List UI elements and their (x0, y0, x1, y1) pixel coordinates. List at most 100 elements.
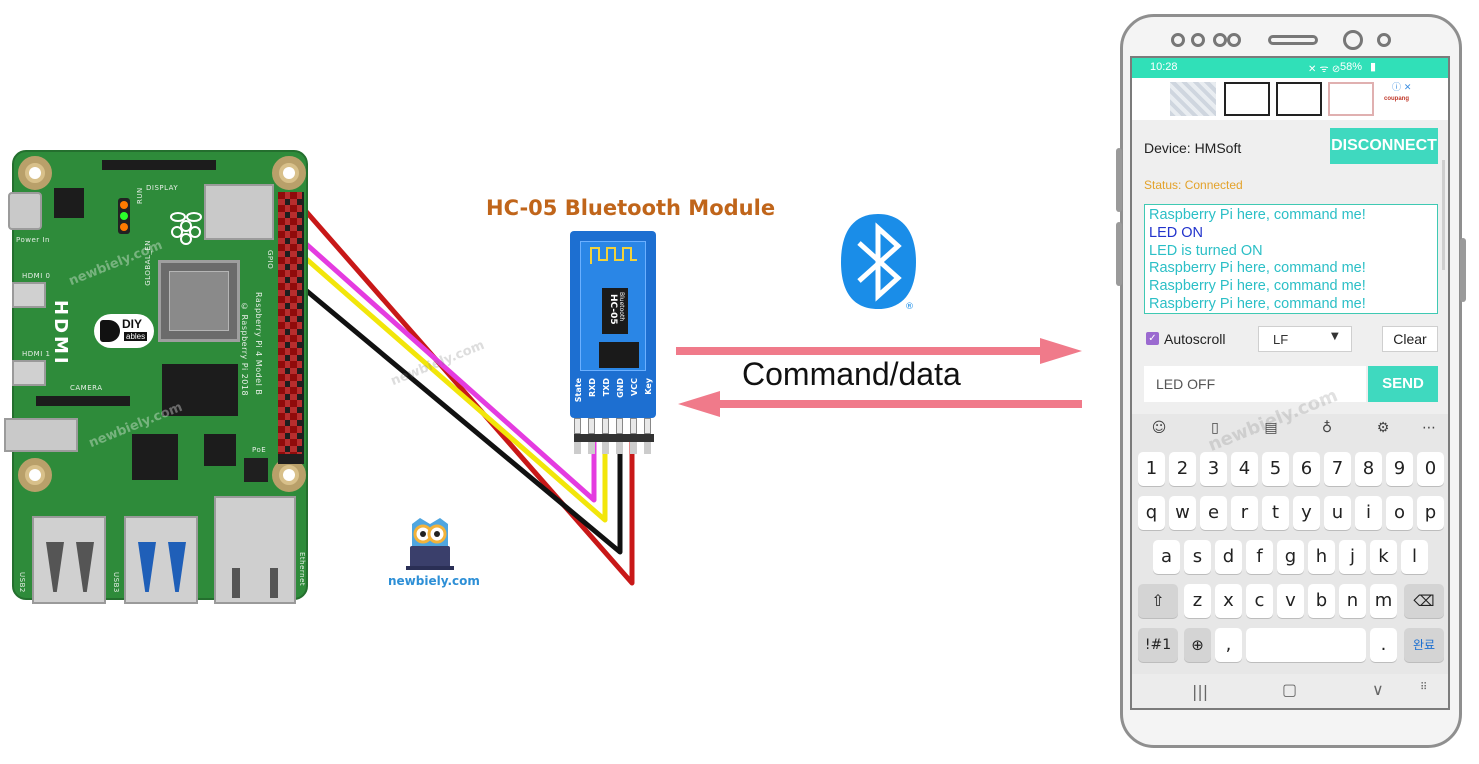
status-leds (118, 198, 130, 234)
newbiely-logo-text: newbiely.com (388, 574, 480, 588)
more-icon[interactable]: ⋯ (1422, 420, 1436, 436)
key[interactable]: l (1401, 540, 1428, 574)
key[interactable]: v (1277, 584, 1304, 618)
key[interactable]: 1 (1138, 452, 1165, 486)
key[interactable]: 0 (1417, 452, 1444, 486)
key[interactable]: e (1200, 496, 1227, 530)
power-button[interactable] (1460, 238, 1466, 302)
key[interactable]: p (1417, 496, 1444, 530)
key[interactable]: k (1370, 540, 1397, 574)
wire-yellow (294, 248, 608, 523)
recents-icon[interactable]: ||| (1192, 682, 1209, 701)
sticker-icon[interactable]: ▤ (1264, 420, 1278, 436)
hc05-chip (599, 342, 639, 368)
home-icon[interactable]: ▢ (1282, 680, 1298, 699)
period-key[interactable]: . (1370, 628, 1397, 662)
key[interactable]: w (1169, 496, 1196, 530)
pin-label-txd: TXD (602, 378, 611, 397)
key[interactable]: c (1246, 584, 1273, 618)
sensor-dot (1227, 33, 1241, 47)
scrollbar[interactable] (1442, 160, 1445, 270)
mount-hole (272, 156, 306, 190)
ad-banner[interactable]: ⓘ ✕ coupang (1132, 78, 1448, 120)
key[interactable]: m (1370, 584, 1397, 618)
key[interactable]: x (1215, 584, 1242, 618)
disconnect-button[interactable]: DISCONNECT (1330, 128, 1438, 164)
svg-text:®: ® (905, 302, 914, 312)
key[interactable]: 3 (1200, 452, 1227, 486)
key[interactable]: i (1355, 496, 1382, 530)
usb-controller-chip (132, 434, 178, 480)
key[interactable]: n (1339, 584, 1366, 618)
micro-hdmi-port-1 (12, 360, 46, 386)
language-key[interactable]: ⊕ (1184, 628, 1211, 662)
key[interactable]: s (1184, 540, 1211, 574)
connection-status: Status: Connected (1144, 178, 1243, 192)
key[interactable]: z (1184, 584, 1211, 618)
silk-hdmi: HDMI (50, 300, 71, 367)
key[interactable]: 5 (1262, 452, 1289, 486)
back-icon[interactable]: ∨ (1372, 680, 1384, 699)
line-ending-select[interactable]: LF ▼ (1258, 326, 1352, 352)
key[interactable]: t (1262, 496, 1289, 530)
key[interactable]: y (1293, 496, 1320, 530)
key[interactable]: 9 (1386, 452, 1413, 486)
key[interactable]: 2 (1169, 452, 1196, 486)
usb2-port (32, 516, 106, 604)
key[interactable]: f (1246, 540, 1273, 574)
ad-thumbnail[interactable] (1276, 82, 1322, 116)
serial-log[interactable]: Raspberry Pi here, command me! LED ON LE… (1144, 204, 1438, 314)
comma-key[interactable]: , (1215, 628, 1242, 662)
symbols-key[interactable]: !#1 (1138, 628, 1178, 662)
silk-usb2: USB2 (18, 572, 26, 593)
silk-poe: PoE (252, 446, 267, 454)
key[interactable]: 6 (1293, 452, 1320, 486)
volume-button[interactable] (1116, 148, 1122, 212)
backspace-key[interactable]: ⌫ (1404, 584, 1444, 618)
key[interactable]: d (1215, 540, 1242, 574)
clipboard-icon[interactable]: ▯ (1211, 420, 1219, 436)
key[interactable]: u (1324, 496, 1351, 530)
volume-button[interactable] (1116, 222, 1122, 286)
key[interactable]: b (1308, 584, 1335, 618)
device-label: Device: HMSoft (1144, 140, 1242, 156)
send-button[interactable]: SEND (1368, 366, 1438, 402)
ad-close-icon[interactable]: ⓘ ✕ (1392, 83, 1412, 93)
silk-hdmi0: HDMI 0 (22, 272, 51, 280)
space-key[interactable] (1246, 628, 1366, 662)
key[interactable]: 7 (1324, 452, 1351, 486)
emoji-icon[interactable]: ☺ (1151, 420, 1167, 436)
microphone-icon[interactable]: ♁ (1321, 420, 1333, 436)
key[interactable]: 8 (1355, 452, 1382, 486)
arrow-right (676, 338, 1082, 364)
autoscroll-checkbox[interactable]: ✓ (1146, 332, 1159, 345)
key[interactable]: j (1339, 540, 1366, 574)
hc05-pin-labels: State RXD TXD GND VCC Key (572, 378, 654, 418)
log-line: Raspberry Pi here, command me! (1149, 260, 1366, 277)
key[interactable]: g (1277, 540, 1304, 574)
globe-icon: ⊕ (1191, 636, 1204, 654)
key[interactable]: o (1386, 496, 1413, 530)
pin-label-rxd: RXD (588, 378, 597, 397)
ad-thumbnail[interactable] (1224, 82, 1270, 116)
bluetooth-icon: ® (841, 214, 916, 312)
key[interactable]: 4 (1231, 452, 1258, 486)
newbiely-logo: newbiely.com (388, 516, 480, 592)
done-key[interactable]: 완료 (1404, 628, 1444, 662)
usb-c-power-port (8, 192, 42, 230)
silk-hdmi1: HDMI 1 (22, 350, 51, 358)
ad-thumbnail[interactable] (1170, 82, 1216, 116)
silk-usb3: USB3 (112, 572, 120, 593)
keyboard-hide-icon[interactable]: ⠿ (1420, 682, 1428, 693)
key[interactable]: h (1308, 540, 1335, 574)
command-input[interactable]: LED OFF (1144, 366, 1366, 402)
key[interactable]: a (1153, 540, 1180, 574)
settings-icon[interactable]: ⚙ (1376, 420, 1390, 436)
clear-button[interactable]: Clear (1382, 326, 1438, 352)
phone-screen: 10:28 ✕ ᯤ ⊘ 58% ▮ ⓘ ✕ coupang Device: HM… (1130, 56, 1450, 710)
silk-run: RUN (136, 187, 144, 204)
ad-thumbnail[interactable] (1328, 82, 1374, 116)
key[interactable]: q (1138, 496, 1165, 530)
key[interactable]: r (1231, 496, 1258, 530)
shift-key[interactable]: ⇧ (1138, 584, 1178, 618)
